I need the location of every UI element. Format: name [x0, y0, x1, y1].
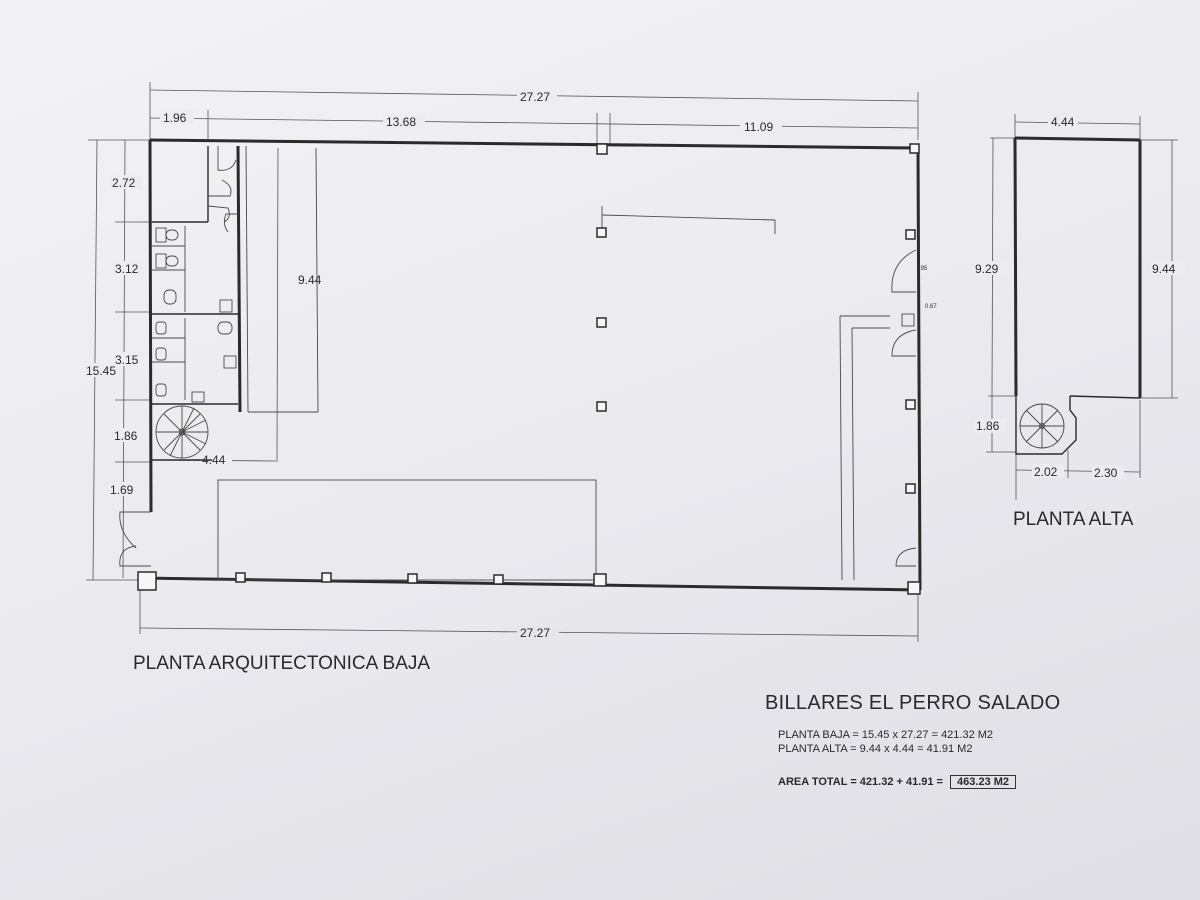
- dim-overall-bottom: 27.27: [520, 626, 550, 640]
- planta-baja-title: PLANTA ARQUITECTONICA BAJA: [133, 653, 430, 674]
- columns: [137, 143, 921, 595]
- dim-alta-stair: 1.86: [976, 419, 1000, 433]
- dim-bar-width: 4.44: [202, 453, 226, 467]
- restroom-fixtures: [155, 227, 237, 403]
- dim-left-1: 2.72: [112, 176, 136, 190]
- area-notes: PLANTA BAJA = 15.45 x 27.27 = 421.32 M2 …: [778, 728, 1017, 789]
- dim-alta-right: 9.44: [1152, 262, 1176, 276]
- dim-height-total: 15.45: [86, 364, 116, 378]
- area-alta-line: PLANTA ALTA = 9.44 x 4.44 = 41.91 M2: [778, 743, 973, 755]
- dimension-texts-baja: 27.27 1.96 13.68 11.09 15.45 2.72 3.12 3…: [83, 90, 937, 640]
- dim-overall-top: 27.27: [520, 90, 550, 104]
- dimension-lines-baja: [86, 82, 919, 642]
- dim-alta-top: 4.44: [1051, 115, 1075, 129]
- dim-door-b: 0.67: [925, 304, 937, 310]
- dim-seg-a: 1.96: [163, 111, 187, 125]
- dim-door-a: .95: [919, 266, 928, 272]
- walls-planta-baja: [119, 138, 922, 592]
- walls-planta-alta: [1013, 136, 1142, 455]
- dim-seg-c: 11.09: [744, 120, 773, 134]
- dim-left-2: 3.12: [115, 262, 139, 276]
- dim-bar-height: 9.44: [298, 273, 322, 287]
- planta-alta-title: PLANTA ALTA: [1013, 509, 1134, 530]
- dim-alta-bottom-b: 2.30: [1094, 466, 1118, 480]
- area-total-label: AREA TOTAL = 421.32 + 41.91 =: [778, 776, 943, 788]
- project-title: BILLARES EL PERRO SALADO: [765, 692, 1061, 714]
- dim-seg-b: 13.68: [386, 115, 416, 129]
- area-total-line: AREA TOTAL = 421.32 + 41.91 = 463.23 M2: [778, 775, 1017, 789]
- dim-left-3: 3.15: [115, 353, 139, 367]
- dim-alta-bottom-a: 2.02: [1034, 465, 1058, 479]
- dim-left-5: 1.69: [110, 483, 134, 497]
- area-total-value: 463.23 M2: [950, 775, 1017, 789]
- spiral-stair-baja: [155, 405, 209, 459]
- dimension-texts-alta: 4.44 9.29 9.44 1.86 2.02 2.30: [974, 114, 1186, 480]
- dim-alta-left: 9.29: [975, 262, 999, 276]
- area-baja-line: PLANTA BAJA = 15.45 x 27.27 = 421.32 M2: [778, 729, 994, 741]
- dim-left-4: 1.86: [114, 429, 138, 443]
